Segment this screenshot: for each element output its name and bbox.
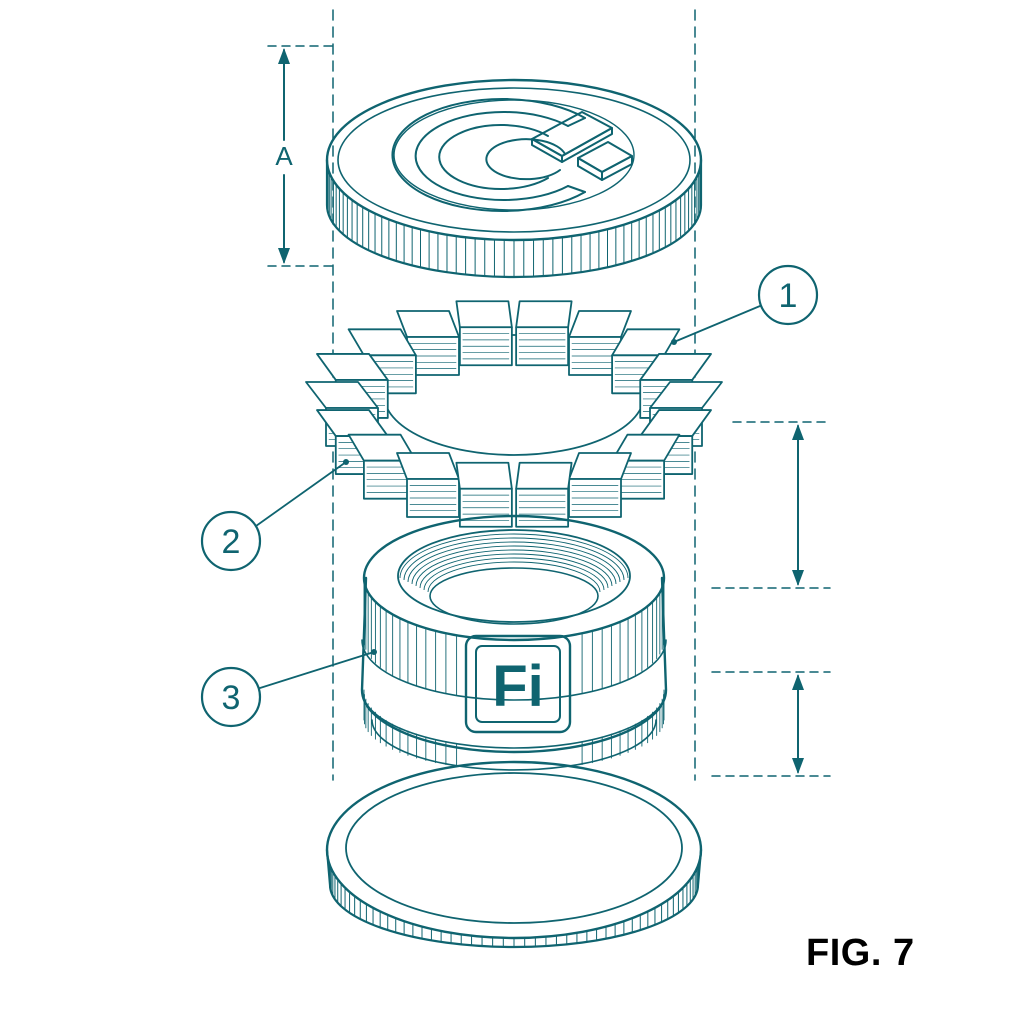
bottom-ring — [325, 760, 703, 949]
figure-label: FIG. 7 — [806, 932, 915, 974]
dimension-ring-height — [711, 421, 831, 589]
callout-1: 1 — [671, 264, 819, 345]
collar-top-rim — [362, 514, 666, 642]
dimension-a: A — [267, 45, 334, 267]
element-badge: Fi — [464, 634, 572, 734]
ring-block — [396, 452, 460, 518]
callout-1-circle — [757, 264, 819, 326]
callout-2: 2 — [200, 459, 349, 572]
ring-blocks — [305, 300, 723, 528]
ring-block — [515, 300, 573, 367]
bottom-ring-knurling — [329, 865, 699, 948]
dimension-a-label: A — [275, 141, 293, 171]
c-logo-icon — [391, 98, 633, 212]
ring-block — [396, 310, 460, 376]
callout-2-circle — [200, 510, 262, 572]
segmented-ring — [305, 300, 723, 528]
callout-3-circle — [200, 666, 262, 728]
bottom-ring-side — [325, 848, 703, 949]
element-badge-text: Fi — [492, 654, 544, 719]
threaded-collar: Fi — [360, 514, 668, 771]
dimension-collar-height — [711, 671, 831, 777]
top-cap-knurling — [326, 159, 702, 278]
collar-ribs — [363, 577, 665, 767]
collar-body — [360, 576, 668, 754]
callout-2-label: 2 — [222, 523, 241, 561]
callout-1-label: 1 — [779, 277, 798, 315]
ring-block — [568, 452, 632, 518]
collar-threads — [399, 533, 629, 593]
top-cap-face — [325, 78, 703, 242]
callout-3-label: 3 — [222, 679, 241, 717]
ring-block — [455, 300, 513, 367]
bottom-ring-top — [325, 760, 703, 940]
ring-block — [568, 310, 632, 376]
top-cap — [325, 78, 703, 279]
callout-3: 3 — [200, 649, 377, 728]
